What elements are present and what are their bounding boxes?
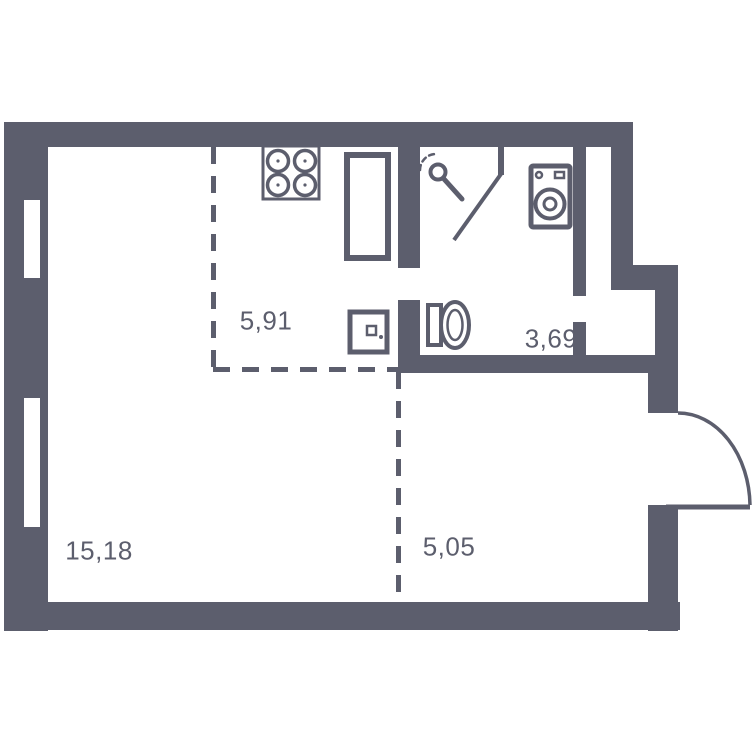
- wall-bath-west-lower: [398, 300, 420, 355]
- zone-line-hallway-left: [396, 372, 401, 602]
- wall-top: [4, 122, 633, 147]
- zone-line-kitchen-bottom: [213, 367, 400, 372]
- washing-machine-icon: [528, 163, 573, 230]
- room-area-label-living-room: 15,18: [65, 535, 133, 566]
- window-left-bottom-icon: [24, 398, 40, 527]
- room-area-label-hallway: 5,05: [422, 531, 476, 562]
- wall-bottom: [4, 602, 680, 630]
- zone-line-kitchen-left: [211, 147, 216, 370]
- room-area-label-kitchen: 5,91: [239, 305, 293, 336]
- wall-entry-top: [648, 373, 678, 413]
- wall-bath-west-upper: [398, 147, 420, 268]
- refrigerator-icon: [344, 152, 391, 261]
- entrance-door-swing: [666, 411, 752, 510]
- shower-door-line: [452, 172, 503, 242]
- wall-bath-south: [398, 355, 655, 373]
- stove-icon: [261, 144, 321, 201]
- wall-shower-stub: [498, 147, 504, 175]
- wall-bath-east-upper: [573, 147, 586, 296]
- shower-icon: [418, 152, 465, 202]
- wall-right-upper: [611, 122, 633, 290]
- window-left-top-icon: [24, 200, 40, 278]
- wall-right-lower: [648, 505, 678, 631]
- toilet-icon: [426, 300, 471, 350]
- wall-bath-east-lower: [573, 322, 586, 355]
- kitchen-sink-icon: [347, 309, 390, 355]
- room-area-label-bathroom: 3,69: [524, 323, 578, 354]
